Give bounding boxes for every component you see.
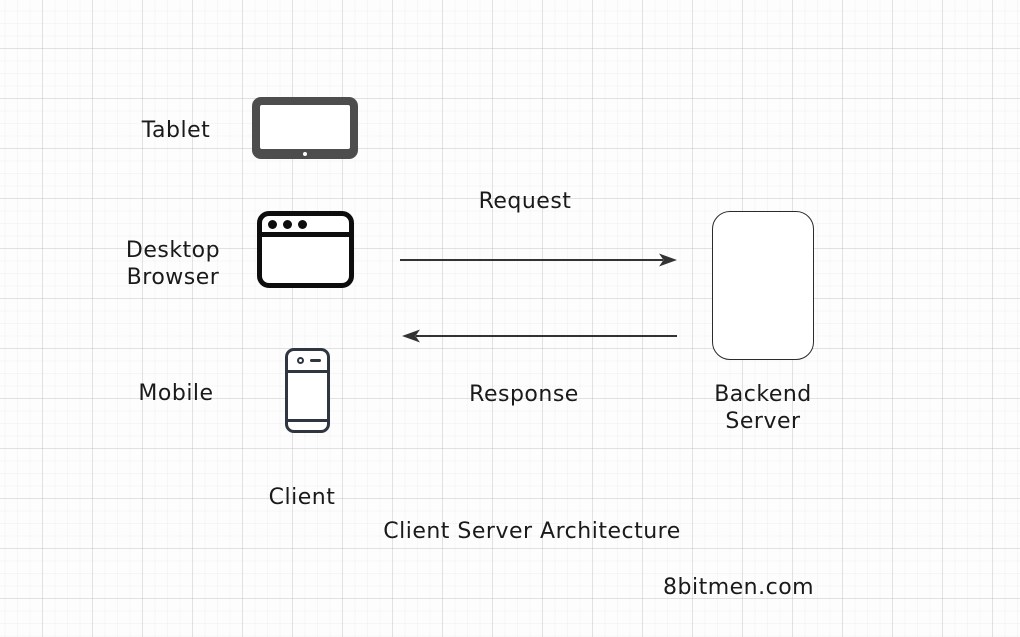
mobile-label: Mobile bbox=[138, 381, 214, 406]
response-edge-label: Response bbox=[469, 382, 579, 407]
browser-dot-icon bbox=[283, 219, 292, 229]
diagram-title: Client Server Architecture bbox=[383, 519, 681, 544]
smartphone-bottombar bbox=[288, 419, 327, 422]
browser-titlebar bbox=[262, 216, 349, 237]
smartphone-speaker-icon bbox=[310, 359, 321, 362]
request-edge-label: Request bbox=[478, 189, 572, 214]
tablet-label: Tablet bbox=[141, 118, 211, 143]
smartphone-camera-icon bbox=[297, 357, 304, 364]
watermark-text: 8bitmen.com bbox=[663, 575, 815, 600]
smartphone-icon bbox=[285, 348, 330, 433]
client-group-label: Client bbox=[268, 485, 336, 510]
tablet-home-button-dot bbox=[303, 152, 307, 156]
desktop-browser-label: Desktop Browser bbox=[125, 238, 221, 290]
smartphone-topbar bbox=[288, 351, 327, 373]
request-arrow bbox=[400, 253, 677, 267]
backend-server-shape bbox=[712, 211, 814, 360]
tablet-screen bbox=[260, 105, 350, 149]
browser-window-icon bbox=[257, 211, 354, 288]
browser-dot-icon bbox=[268, 219, 277, 229]
tablet-icon bbox=[252, 97, 358, 159]
response-arrow bbox=[402, 329, 677, 343]
browser-dot-icon bbox=[298, 219, 307, 229]
backend-server-label: Backend Server bbox=[714, 382, 812, 434]
